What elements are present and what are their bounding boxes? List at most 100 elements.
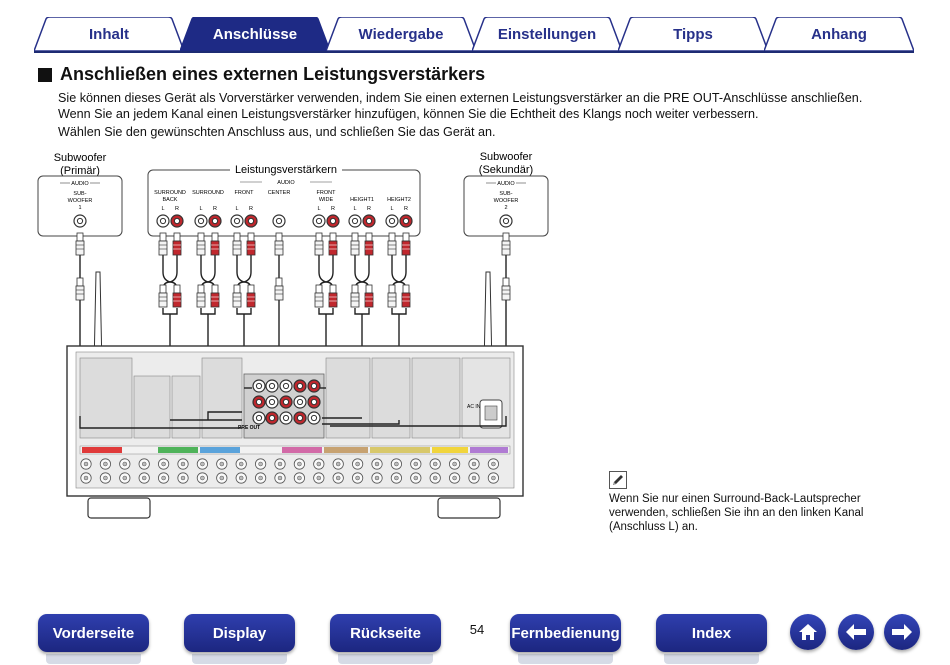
speaker-terminal-core	[219, 461, 225, 467]
receiver-cables	[79, 387, 507, 429]
speaker-terminal-core	[297, 475, 302, 481]
speaker-terminal-core	[83, 461, 89, 467]
svg-text:WOOFER: WOOFER	[68, 198, 93, 204]
speaker-terminal-core	[413, 461, 419, 467]
tab-label: Tipps	[673, 25, 713, 43]
subwoofer-primary-title: Subwoofer	[54, 152, 107, 164]
tab-label: Einstellungen	[497, 25, 597, 43]
tab-label: Inhalt	[89, 25, 129, 43]
svg-text:R: R	[213, 206, 217, 212]
tab-inhalt[interactable]: Inhalt	[34, 17, 184, 51]
nav-rueckseite-button[interactable]: Rückseite	[330, 614, 441, 664]
tab-baseline	[34, 50, 914, 53]
svg-text:R: R	[175, 206, 179, 212]
subwoofer-primary-subtitle: (Primär)	[60, 165, 100, 177]
subwoofer-secondary-number: 2	[504, 205, 507, 211]
subwoofer-secondary-audio: AUDIO	[497, 181, 515, 187]
nav-display-button[interactable]: Display	[184, 614, 295, 664]
speaker-terminal-core	[335, 461, 341, 467]
speaker-terminal-core	[238, 461, 244, 467]
arrow-left-icon	[846, 624, 866, 640]
label-front-wide: FRONT	[317, 190, 337, 196]
intro-line-1: Sie können dieses Gerät als Vorverstärke…	[58, 91, 863, 105]
speaker-terminal-core	[277, 475, 283, 481]
label-height2: HEIGHT2	[387, 197, 411, 203]
speaker-terminal-core	[452, 475, 457, 481]
tab-anhang[interactable]: Anhang	[764, 17, 914, 51]
intro-line-2: Wenn Sie an jedem Kanal einen Leistungsv…	[58, 107, 759, 121]
speaker-terminal-core	[471, 461, 477, 467]
arrow-right-icon	[892, 624, 912, 640]
speaker-terminal-core	[432, 475, 438, 481]
speaker-terminal-core	[141, 475, 147, 481]
svg-text:L: L	[199, 206, 202, 212]
speaker-terminal-core	[394, 475, 399, 481]
speaker-terminal-core	[335, 475, 341, 481]
back-button[interactable]	[838, 614, 874, 650]
intro-paragraph: Sie können dieses Gerät als Vorverstärke…	[58, 90, 918, 122]
speaker-terminal-core	[413, 475, 419, 481]
subwoofer-primary-number: 1	[78, 205, 81, 211]
speaker-terminal-core	[297, 461, 302, 467]
label-surround-back-2: BACK	[163, 197, 178, 203]
speaker-terminal-core	[277, 461, 283, 467]
tab-bar: Inhalt Anschlüsse Wiedergabe Einstellung…	[34, 14, 914, 53]
svg-text:R: R	[404, 206, 408, 212]
home-icon	[799, 624, 817, 640]
instruction-paragraph: Wählen Sie den gewünschten Anschluss aus…	[58, 125, 496, 139]
label-surround-back: SURROUND	[154, 190, 186, 196]
rca-plugs	[75, 232, 511, 308]
tab-einstellungen[interactable]: Einstellungen	[472, 17, 622, 51]
tab-tipps[interactable]: Tipps	[618, 17, 768, 51]
nav-fernbedienung-button[interactable]: Fernbedienung	[510, 614, 621, 664]
speaker-terminal-core	[83, 475, 89, 481]
speaker-terminal-core	[122, 475, 128, 481]
forward-button[interactable]	[884, 614, 920, 650]
note-text: Wenn Sie nur einen Surround-Back-Lautspr…	[609, 493, 864, 533]
tab-label: Anschlüsse	[212, 25, 298, 43]
home-button[interactable]	[790, 614, 826, 650]
speaker-terminal-core	[471, 475, 477, 481]
label-height1: HEIGHT1	[350, 197, 374, 203]
svg-text:SUB-: SUB-	[499, 191, 512, 197]
speaker-terminal-core	[103, 475, 108, 481]
speaker-terminal-core	[200, 475, 205, 481]
nav-index-button[interactable]: Index	[656, 614, 767, 664]
speaker-terminal-core	[316, 475, 322, 481]
tab-label: Anhang	[811, 25, 867, 43]
subwoofer-primary-audio: AUDIO	[71, 181, 89, 187]
heading-square-icon	[38, 67, 52, 82]
svg-text:L: L	[161, 206, 164, 212]
label-front: FRONT	[235, 190, 255, 196]
speaker-terminal-core	[355, 461, 360, 467]
speaker-terminal-core	[141, 461, 147, 467]
speaker-terminal-core	[161, 461, 166, 467]
amplifier-title: Leistungsverstärkern	[235, 164, 337, 176]
speaker-terminal-core	[491, 461, 496, 467]
label-surround: SURROUND	[192, 190, 224, 196]
svg-text:SUB-: SUB-	[73, 191, 86, 197]
speaker-terminal-core	[161, 475, 166, 481]
pencil-icon	[609, 471, 627, 489]
speaker-terminals	[80, 458, 499, 484]
pre-out-jacks	[252, 379, 321, 425]
tab-wiedergabe[interactable]: Wiedergabe	[326, 17, 476, 51]
nav-vorderseite-button[interactable]: Vorderseite	[38, 614, 149, 664]
speaker-terminal-core	[355, 475, 360, 481]
speaker-terminal-core	[374, 461, 380, 467]
speaker-terminal-core	[122, 461, 128, 467]
tab-label: Wiedergabe	[358, 25, 444, 43]
speaker-terminal-core	[238, 475, 244, 481]
subwoofer-secondary-subtitle: (Sekundär)	[479, 164, 533, 176]
connection-diagram: Subwoofer (Primär) AUDIO SUB- WOOFER 1 S…	[30, 148, 590, 526]
amplifier-audio: AUDIO	[277, 180, 295, 186]
speaker-terminal-core	[180, 461, 186, 467]
svg-text:L: L	[390, 206, 393, 212]
speaker-terminal-core	[258, 461, 263, 467]
svg-text:R: R	[331, 206, 335, 212]
speaker-terminal-core	[452, 461, 457, 467]
svg-text:L: L	[353, 206, 356, 212]
subwoofer-secondary-title: Subwoofer	[480, 151, 533, 163]
speaker-terminal-core	[180, 475, 186, 481]
tab-anschluesse[interactable]: Anschlüsse	[180, 17, 330, 51]
